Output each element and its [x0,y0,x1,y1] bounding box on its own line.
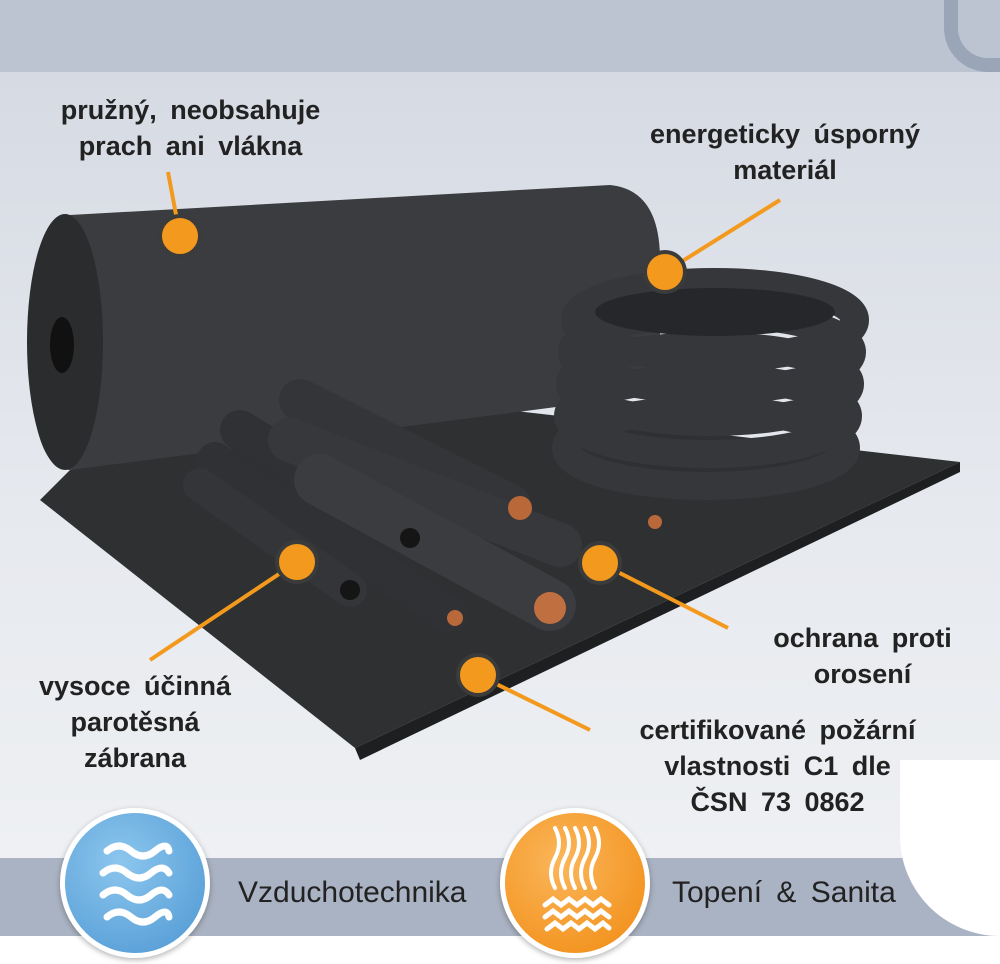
tube-coil [552,268,869,500]
top-band [0,0,1000,72]
callout-line: materiál [733,155,837,185]
callout-line: energeticky úsporný [649,119,921,149]
footer-heating: Topení & Sanita [672,876,896,909]
air-waves-icon [60,808,210,958]
callout-line: zábrana [83,743,187,773]
callout-line: vysoce účinná [38,671,232,701]
footer-ventilation: Vzduchotechnika [238,876,467,909]
callout-line: parotěsná [70,707,200,737]
callout-vapor-barrier: vysoce účinná parotěsná zábrana [0,668,270,776]
pipe-sections [183,379,582,633]
callout-condensation: ochrana proti orosení [740,620,985,692]
callout-flexible: pružný, neobsahuje prach ani vlákna [18,92,363,164]
callout-energy: energeticky úsporný materiál [600,116,970,188]
callout-fire: certifikované požární vlastnosti C1 dle … [590,712,965,820]
callout-line: ochrana proti [773,623,952,653]
callout-dots [158,214,687,697]
callout-line: orosení [813,659,912,689]
callout-line: prach ani vlákna [78,131,303,161]
callout-line: certifikované požární [639,715,916,745]
callout-line: vlastnosti C1 dle [664,751,891,781]
callout-line: ČSN 73 0862 [690,787,865,817]
heat-water-icon [500,808,650,958]
callout-line: pružný, neobsahuje [60,95,321,125]
